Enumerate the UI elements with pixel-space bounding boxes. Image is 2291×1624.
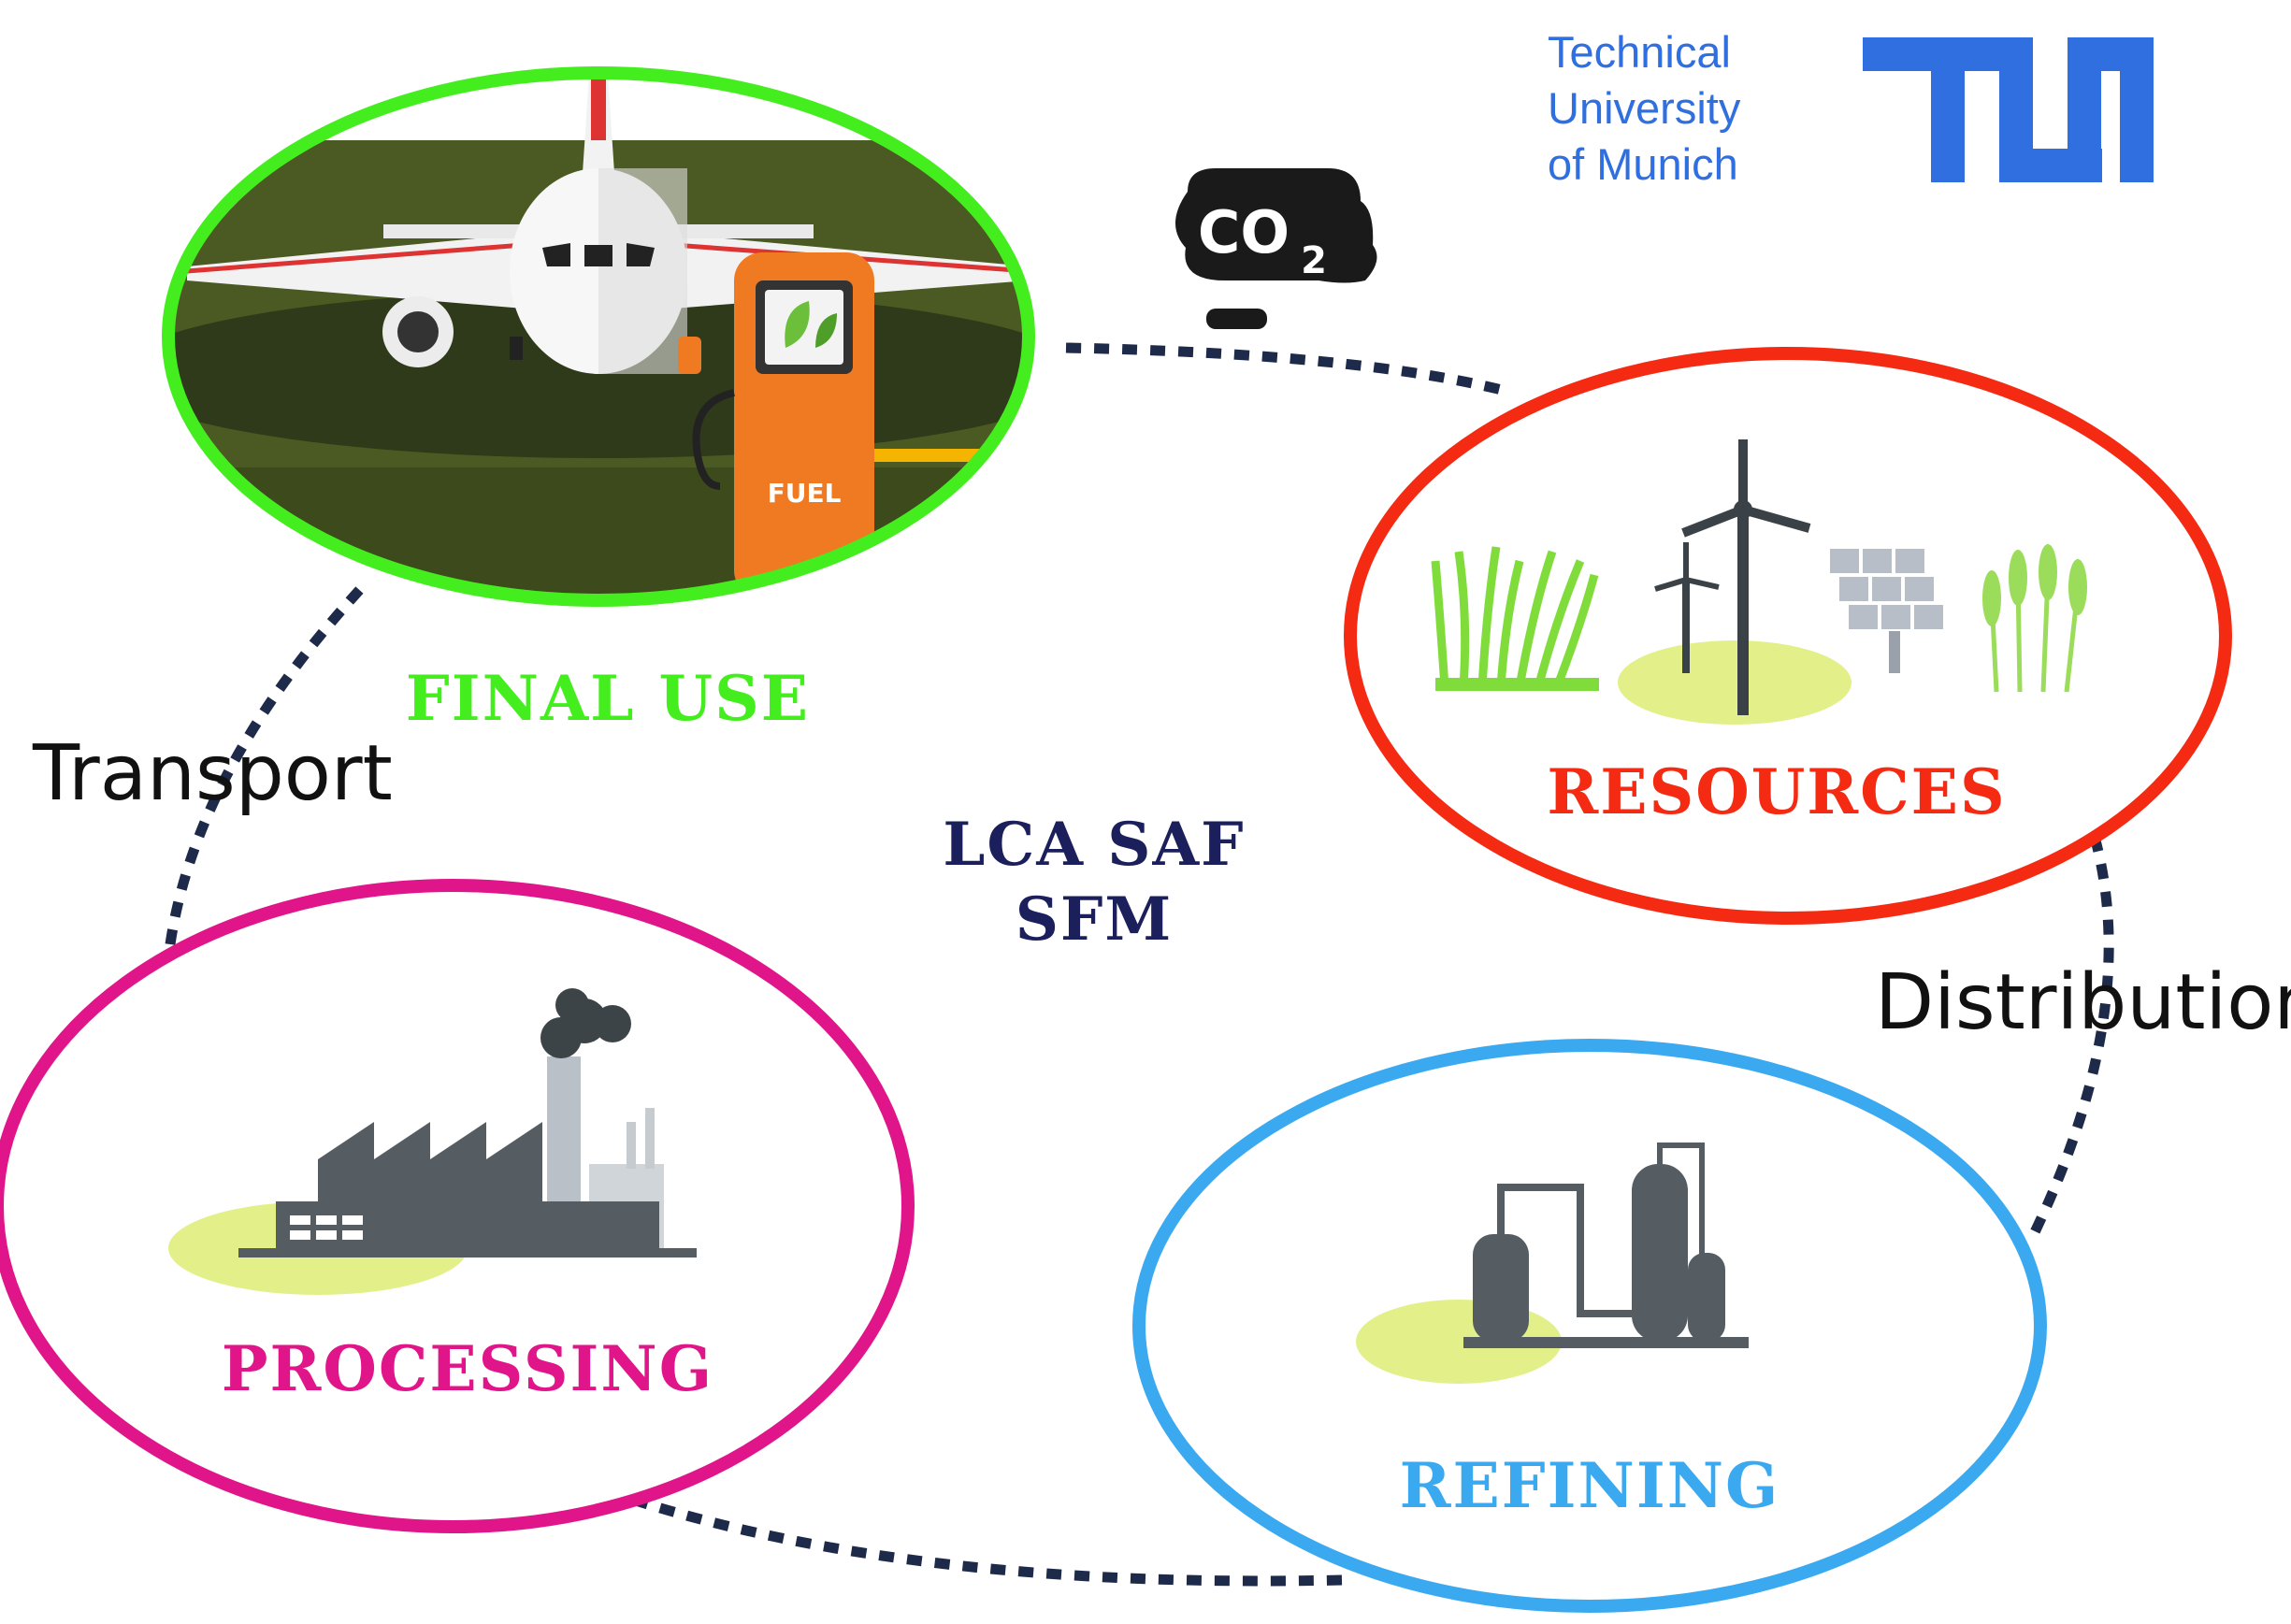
cycle-path	[165, 342, 2114, 1587]
resources-ring	[1344, 347, 2232, 925]
path-refining-to-processing	[634, 1495, 1343, 1587]
distribution-label: Distribution	[1875, 958, 2291, 1047]
refining-label: REFINING	[1400, 1449, 1780, 1522]
path-resources-to-refining	[2029, 835, 2114, 1237]
co2-subscript: 2	[1301, 239, 1327, 282]
factory-icon	[168, 988, 697, 1295]
path-processing-to-finaluse	[165, 581, 369, 945]
refinery-icon	[1356, 1143, 1749, 1384]
university-line-2: University	[1548, 83, 1741, 133]
final-use-ring	[162, 66, 1035, 607]
tum-logo: Technical University of Munich	[1548, 27, 2154, 189]
tum-wordmark-icon	[1863, 37, 2154, 182]
airplane-fuel-pump-icon: FUEL	[168, 73, 1029, 600]
center-line-2: SFM	[1016, 884, 1174, 955]
center-title: LCA SAF SFM	[943, 810, 1245, 955]
co2-text: CO	[1198, 198, 1290, 266]
co2-cloud-icon: CO 2	[1174, 168, 1377, 329]
stage-refining: REFINING	[1132, 1039, 2047, 1613]
transport-label: Transport	[32, 729, 393, 818]
pump-fuel-text: FUEL	[768, 478, 842, 509]
resources-label: RESOURCES	[1547, 755, 2006, 828]
center-line-1: LCA SAF	[943, 810, 1245, 880]
refining-ring	[1132, 1039, 2047, 1613]
processing-ring	[0, 879, 915, 1533]
stage-final-use: FUEL FINAL USE	[162, 66, 1035, 735]
final-use-label: FINAL USE	[406, 662, 810, 735]
processing-label: PROCESSING	[222, 1332, 713, 1405]
stage-resources: RESOURCES	[1344, 347, 2232, 925]
path-finaluse-to-resources	[1065, 342, 1507, 396]
stage-processing: PROCESSING	[0, 879, 915, 1533]
renewable-resources-icon	[1431, 439, 2087, 725]
university-line-3: of Munich	[1548, 139, 1738, 189]
university-line-1: Technical	[1548, 27, 1731, 77]
